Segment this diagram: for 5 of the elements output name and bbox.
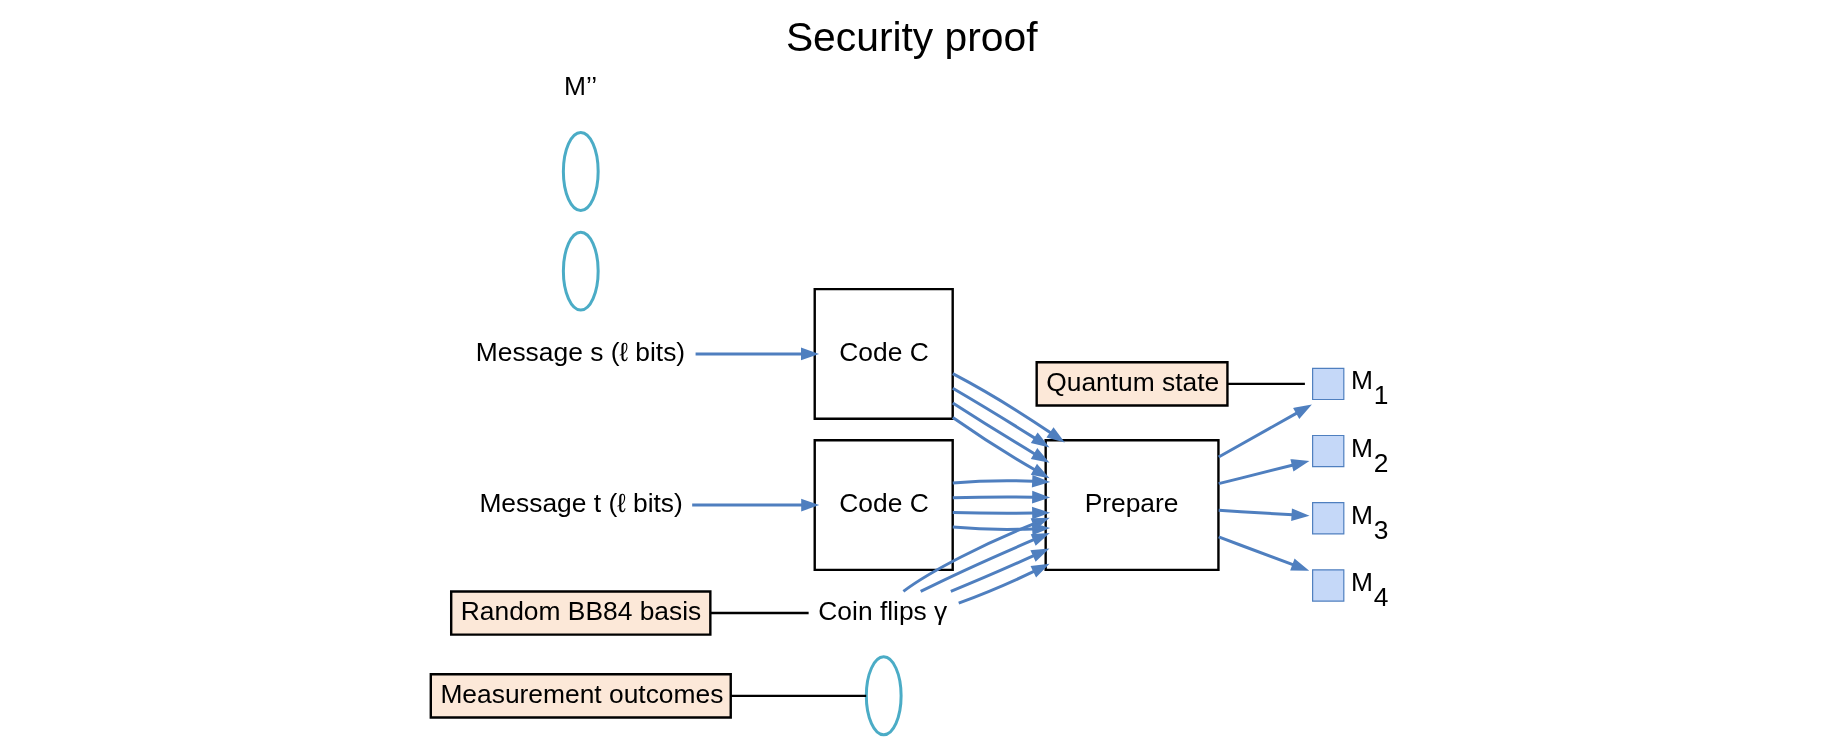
node-text: Coin flips γ (817, 595, 947, 626)
label: M’’ (563, 71, 597, 102)
node-text: Message t (ℓ bits) (478, 487, 683, 518)
diagram-title: Security proof (785, 13, 1038, 60)
node-text: Message s (ℓ bits) (475, 336, 685, 367)
